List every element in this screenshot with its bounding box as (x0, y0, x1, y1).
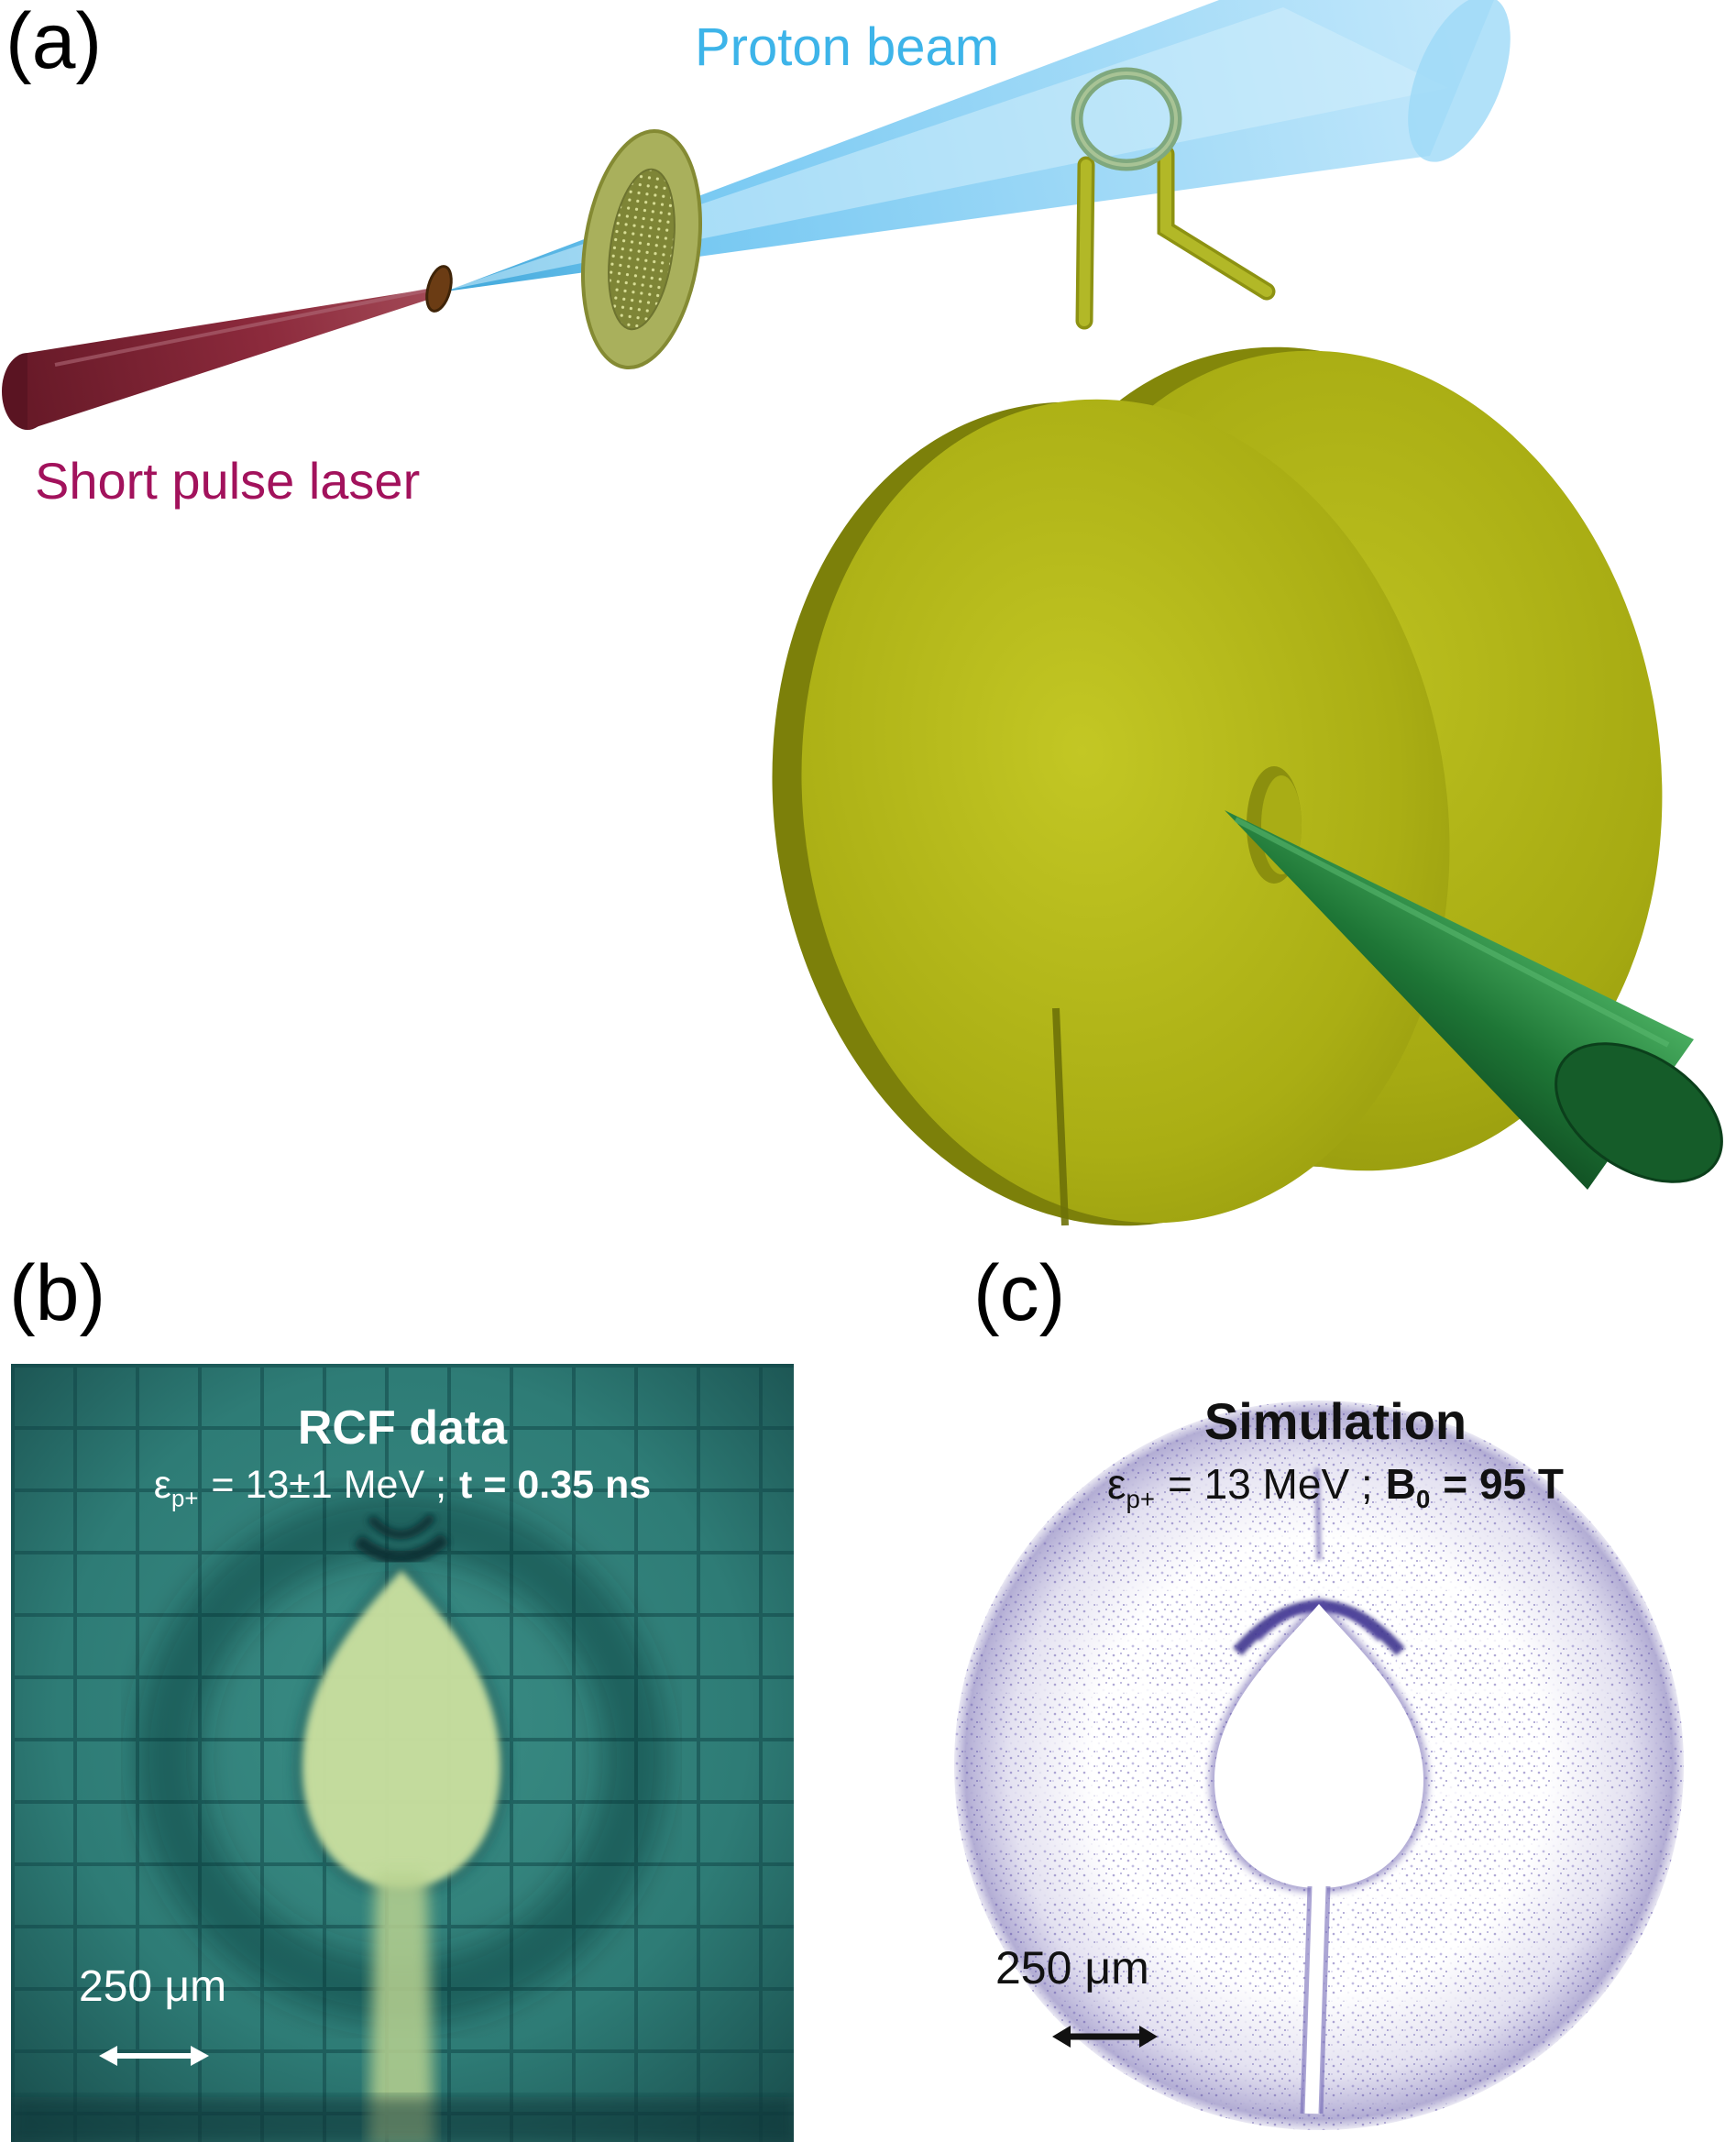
disk-slot (1052, 1007, 1069, 1226)
bfield-value: = 95 T (1443, 1460, 1564, 1508)
panel-b: (b) (0, 1247, 825, 2142)
epsilon-value: = 13±1 MeV ; (211, 1463, 447, 1507)
rcf-pinch-marks (353, 1512, 450, 1565)
rcf-cavity (295, 1560, 508, 2142)
rcf-title: RCF data (297, 1401, 508, 1455)
epsilon-value: = 13 MeV ; (1167, 1460, 1373, 1508)
panel-c-label: (c) (973, 1249, 1066, 1337)
laser-target (425, 265, 453, 313)
proton-beam-label: Proton beam (695, 17, 1000, 77)
coil-leads (1075, 145, 1276, 330)
simulation-image (954, 1401, 1684, 2130)
epsilon-symbol: εp+ (153, 1463, 199, 1512)
capacitor-disk-front (772, 399, 1450, 1226)
scale-arrow-icon (1052, 2026, 1158, 2048)
panel-b-label: (b) (9, 1249, 106, 1337)
setup-schematic (2, 0, 1723, 1226)
laser-label: Short pulse laser (35, 452, 421, 510)
simulation-scale-label: 250 μm (995, 1942, 1149, 1994)
time-value: t = 0.35 ns (459, 1463, 652, 1507)
simulation-stem (1300, 1882, 1331, 2115)
rcf-cavity-stem (368, 1873, 434, 2142)
laser-cone (2, 287, 442, 430)
bfield-symbol: B0 (1385, 1460, 1431, 1514)
rcf-scale-label: 250 μm (79, 1962, 227, 2011)
scale-arrow-icon (99, 2046, 209, 2066)
rcf-params: εp+ = 13±1 MeV ; t = 0.35 ns (11, 1463, 794, 1512)
panel-c: (c) (935, 1247, 1736, 2142)
rcf-image (11, 1364, 794, 2142)
simulation-params: εp+ = 13 MeV ; B0 = 95 T (935, 1459, 1736, 1514)
simulation-title: Simulation (1203, 1392, 1467, 1450)
panel-a: (a) Proton beam Short pulse laser (2, 0, 1723, 1226)
rcf-bottom-shadow (11, 2097, 794, 2142)
epsilon-symbol: εp+ (1106, 1460, 1155, 1514)
coil-loop (1071, 67, 1182, 171)
green-cone (1225, 810, 1723, 1190)
mesh-disk (580, 128, 703, 370)
panel-a-label: (a) (5, 0, 103, 85)
